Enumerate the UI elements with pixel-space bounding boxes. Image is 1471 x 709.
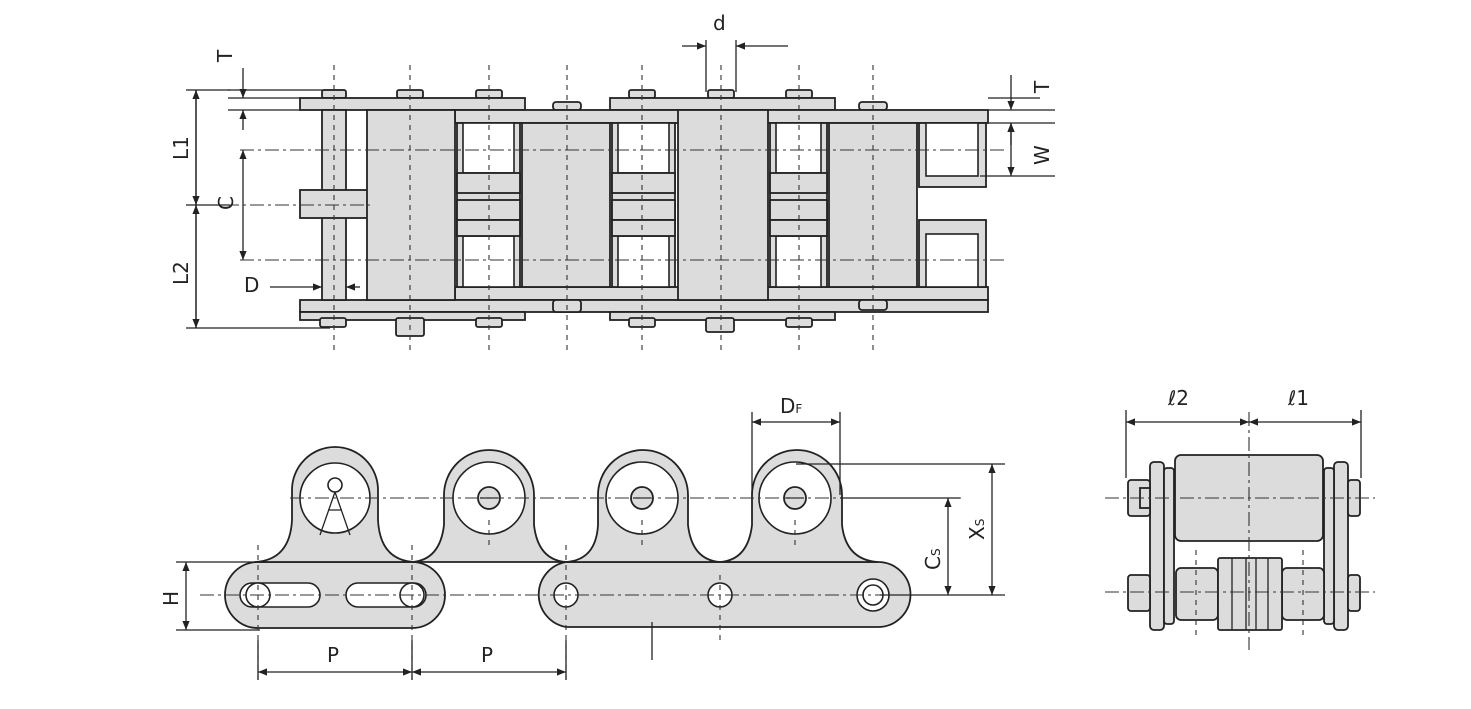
dim-label-p-left: P bbox=[327, 643, 339, 667]
cotter-pin-icon bbox=[319, 477, 351, 536]
dim-label-l2: L2 bbox=[169, 261, 193, 285]
dim-label-d-upper: D bbox=[244, 273, 259, 297]
dim-label-xs: XS bbox=[965, 519, 989, 540]
dim-label-cs-sub: S bbox=[929, 548, 943, 556]
dim-label-cs-main: C bbox=[921, 556, 945, 570]
dim-label-c: C bbox=[214, 196, 238, 210]
dim-label-l2-small: ℓ2 bbox=[1167, 386, 1189, 410]
attachment-stub bbox=[299, 189, 371, 219]
bushing-section-1 bbox=[456, 122, 521, 288]
end-view: ℓ2 ℓ1 bbox=[1105, 386, 1375, 650]
bushing-section-2 bbox=[611, 122, 676, 288]
top-view: d T L1 L2 C D T bbox=[169, 11, 1055, 350]
dim-label-d: d bbox=[713, 11, 726, 35]
dim-label-t-top: T bbox=[213, 49, 237, 63]
roller-large-1 bbox=[366, 109, 456, 301]
roller-large-2 bbox=[677, 109, 769, 301]
dim-label-df: DF bbox=[780, 394, 802, 418]
dim-label-h: H bbox=[159, 591, 183, 606]
right-end-link bbox=[918, 122, 987, 288]
dim-label-xs-sub: S bbox=[973, 519, 987, 527]
side-view: H P P DF XS CS bbox=[159, 394, 1005, 680]
dim-label-df-main: D bbox=[780, 394, 795, 418]
dim-label-w: W bbox=[1030, 145, 1054, 165]
dim-label-l1: L1 bbox=[169, 136, 193, 160]
top-outer-plate-right bbox=[609, 97, 836, 111]
dim-label-t-right: T bbox=[1030, 80, 1054, 94]
dim-label-df-sub: F bbox=[795, 402, 802, 416]
dim-label-l1-small: ℓ1 bbox=[1287, 386, 1309, 410]
dim-label-xs-main: X bbox=[965, 526, 989, 540]
roller-medium-1 bbox=[521, 122, 611, 288]
dim-label-cs: CS bbox=[921, 548, 945, 570]
dim-label-p-right: P bbox=[481, 643, 493, 667]
